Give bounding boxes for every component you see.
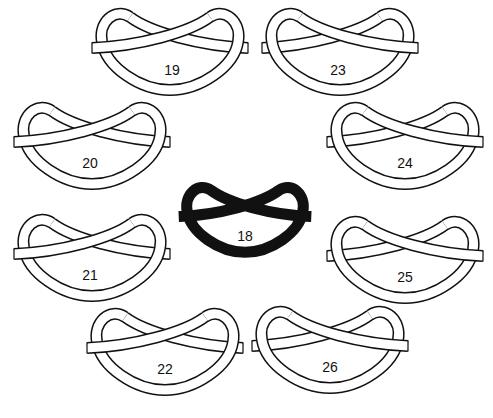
callout-number: 19	[162, 62, 182, 78]
callout-number: 18	[235, 228, 255, 244]
callout-number: 24	[395, 155, 415, 171]
callout-number: 20	[80, 155, 100, 171]
callout-number: 22	[155, 361, 175, 377]
callout-number: 25	[395, 269, 415, 285]
callout-number: 23	[328, 62, 348, 78]
callout-number: 26	[320, 359, 340, 375]
callout-number: 21	[80, 267, 100, 283]
